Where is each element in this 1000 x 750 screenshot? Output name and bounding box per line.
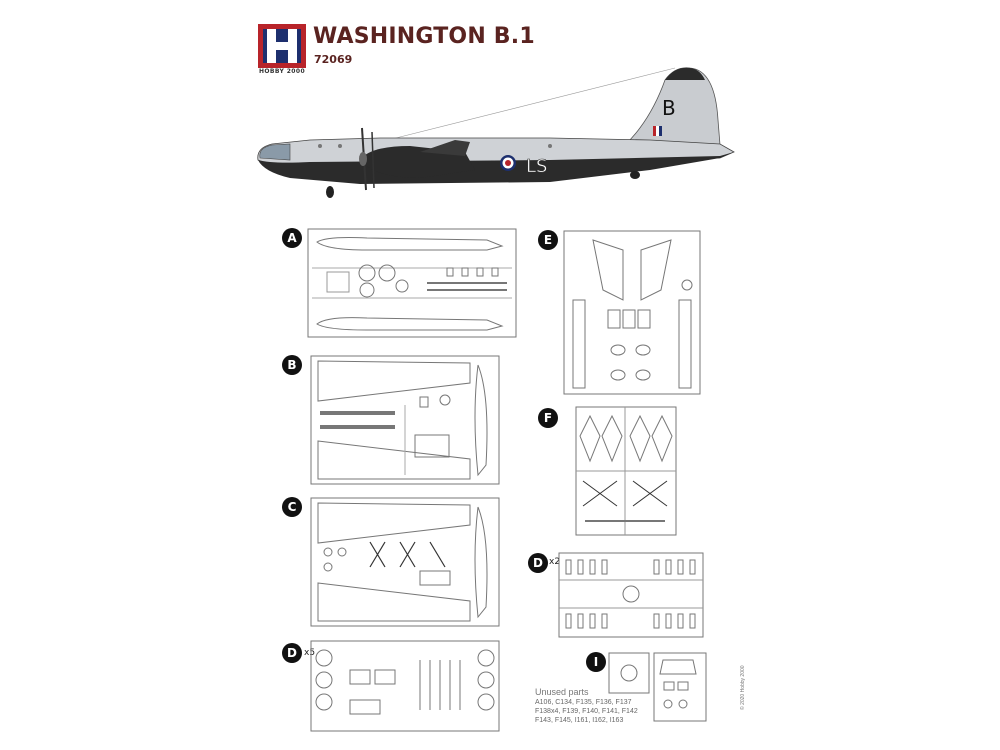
fuselage-code: LS: [526, 156, 547, 177]
unused-parts-line: A106, C134, F135, F136, F137: [535, 699, 632, 706]
sprue-b-diagram: [310, 355, 500, 485]
unused-parts-line: F138x4, F139, F140, F141, F142: [535, 708, 638, 715]
sprue-d2-diagram: [558, 552, 704, 638]
sprue-f-diagram: [575, 406, 677, 536]
sprue-d2-multiplier: x2: [549, 557, 561, 567]
sprue-badge-a: A: [282, 228, 302, 248]
tail-letter: B: [662, 96, 676, 120]
copyright-notice: © 2020 Hobby 2000: [740, 665, 746, 710]
sprue-badge-i: I: [586, 652, 606, 672]
sprue-a-diagram: [307, 228, 517, 338]
sprue-badge-d: D: [282, 643, 302, 663]
sprue-d-diagram: [310, 640, 500, 732]
unused-parts-heading: Unused parts: [535, 687, 589, 697]
sprue-d-multiplier: x5: [304, 648, 316, 658]
unused-parts-line: F143, F145, I161, I162, I163: [535, 717, 624, 724]
kit-title: WASHINGTON B.1: [313, 24, 535, 49]
sprue-badge-d2: D: [528, 553, 548, 573]
logo-h-icon: [258, 24, 306, 68]
kit-code: 72069: [314, 53, 353, 66]
sprue-e-diagram: [563, 230, 701, 395]
sprue-badge-f: F: [538, 408, 558, 428]
sprue-badge-e: E: [538, 230, 558, 250]
logo-brand-text: HOBBY 2000: [258, 68, 306, 75]
aircraft-profile-illustration: B LS: [257, 67, 735, 198]
sprue-c-diagram: [310, 497, 500, 627]
sprue-badge-b: B: [282, 355, 302, 375]
sprue-i-diagram: [608, 652, 708, 722]
unused-parts-list: Unused parts A106, C134, F135, F136, F13…: [535, 688, 735, 725]
sprue-badge-c: C: [282, 497, 302, 517]
hobby-2000-logo: HOBBY 2000: [258, 24, 306, 78]
